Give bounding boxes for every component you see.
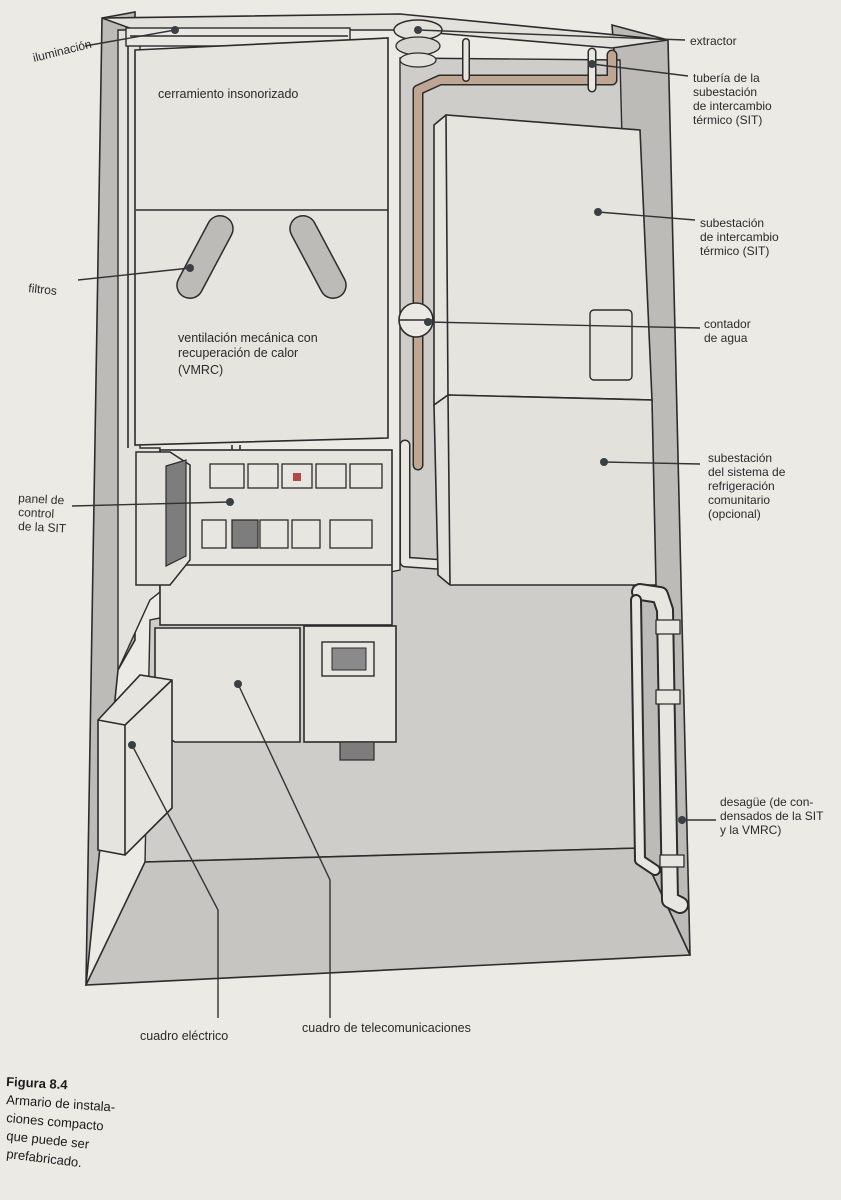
svg-text:de agua: de agua [704,331,748,345]
svg-text:(opcional): (opcional) [708,507,761,521]
svg-text:(VMRC): (VMRC) [178,363,223,377]
label-cuadro-electrico: cuadro eléctrico [140,1029,228,1043]
svg-text:subestación: subestación [708,451,772,465]
label-vmrc: ventilación mecánica con recuperación de… [178,331,318,377]
svg-text:recuperación de calor: recuperación de calor [178,346,298,360]
svg-text:contador: contador [704,317,751,331]
label-cerramiento: cerramiento insonorizado [158,87,298,101]
svg-text:del sistema de: del sistema de [708,465,786,479]
electrical-panel [97,674,173,856]
vmrc-unit [134,37,389,446]
svg-text:comunitario: comunitario [708,493,770,507]
label-filtros: filtros [28,281,58,298]
panel-switches-top [209,463,383,489]
sit-substation [433,114,653,407]
label-desague: desagüe (de con- densados de la SIT y la… [720,795,824,837]
label-contador: contador de agua [704,317,751,345]
sit-pipes [399,38,618,571]
filters [176,214,347,300]
panel-switches-bottom [201,519,373,549]
label-panel: panel de control de la SIT [18,491,67,536]
label-cuadro-telecom: cuadro de telecomunicaciones [302,1021,471,1035]
svg-text:refrigeración: refrigeración [708,479,775,493]
svg-text:térmico (SIT): térmico (SIT) [700,244,769,258]
svg-text:ventilación mecánica con: ventilación mecánica con [178,331,318,345]
svg-text:de intercambio: de intercambio [693,99,772,113]
label-subestacion-refrig: subestación del sistema de refrigeración… [708,451,786,521]
floor [84,847,692,986]
svg-text:tubería de la: tubería de la [693,71,760,85]
svg-text:subestación: subestación [693,85,757,99]
svg-text:densados de la SIT: densados de la SIT [720,809,824,823]
label-extractor: extractor [690,34,737,48]
svg-text:de la SIT: de la SIT [18,519,67,536]
svg-text:desagüe (de con-: desagüe (de con- [720,795,813,809]
svg-text:control: control [18,505,55,521]
label-tuberia: tubería de la subestación de intercambio… [693,71,772,127]
svg-text:térmico (SIT): térmico (SIT) [693,113,762,127]
svg-text:de intercambio: de intercambio [700,230,779,244]
figure-caption: Figura 8.4 Armario de instala- ciones co… [6,1074,116,1170]
refrigeration-substation [433,394,657,586]
leader-dots [128,26,686,824]
caption-title: Figura 8.4 [6,1074,69,1092]
drain-pipe [630,583,689,914]
svg-text:panel de: panel de [18,491,65,507]
leader-lines [71,29,716,1018]
svg-text:y la VMRC): y la VMRC) [720,823,781,837]
label-iluminacion: iluminación [31,37,93,65]
svg-text:subestación: subestación [700,216,764,230]
label-subestacion-sit: subestación de intercambio térmico (SIT) [700,216,779,258]
telecom-panel [154,627,301,743]
